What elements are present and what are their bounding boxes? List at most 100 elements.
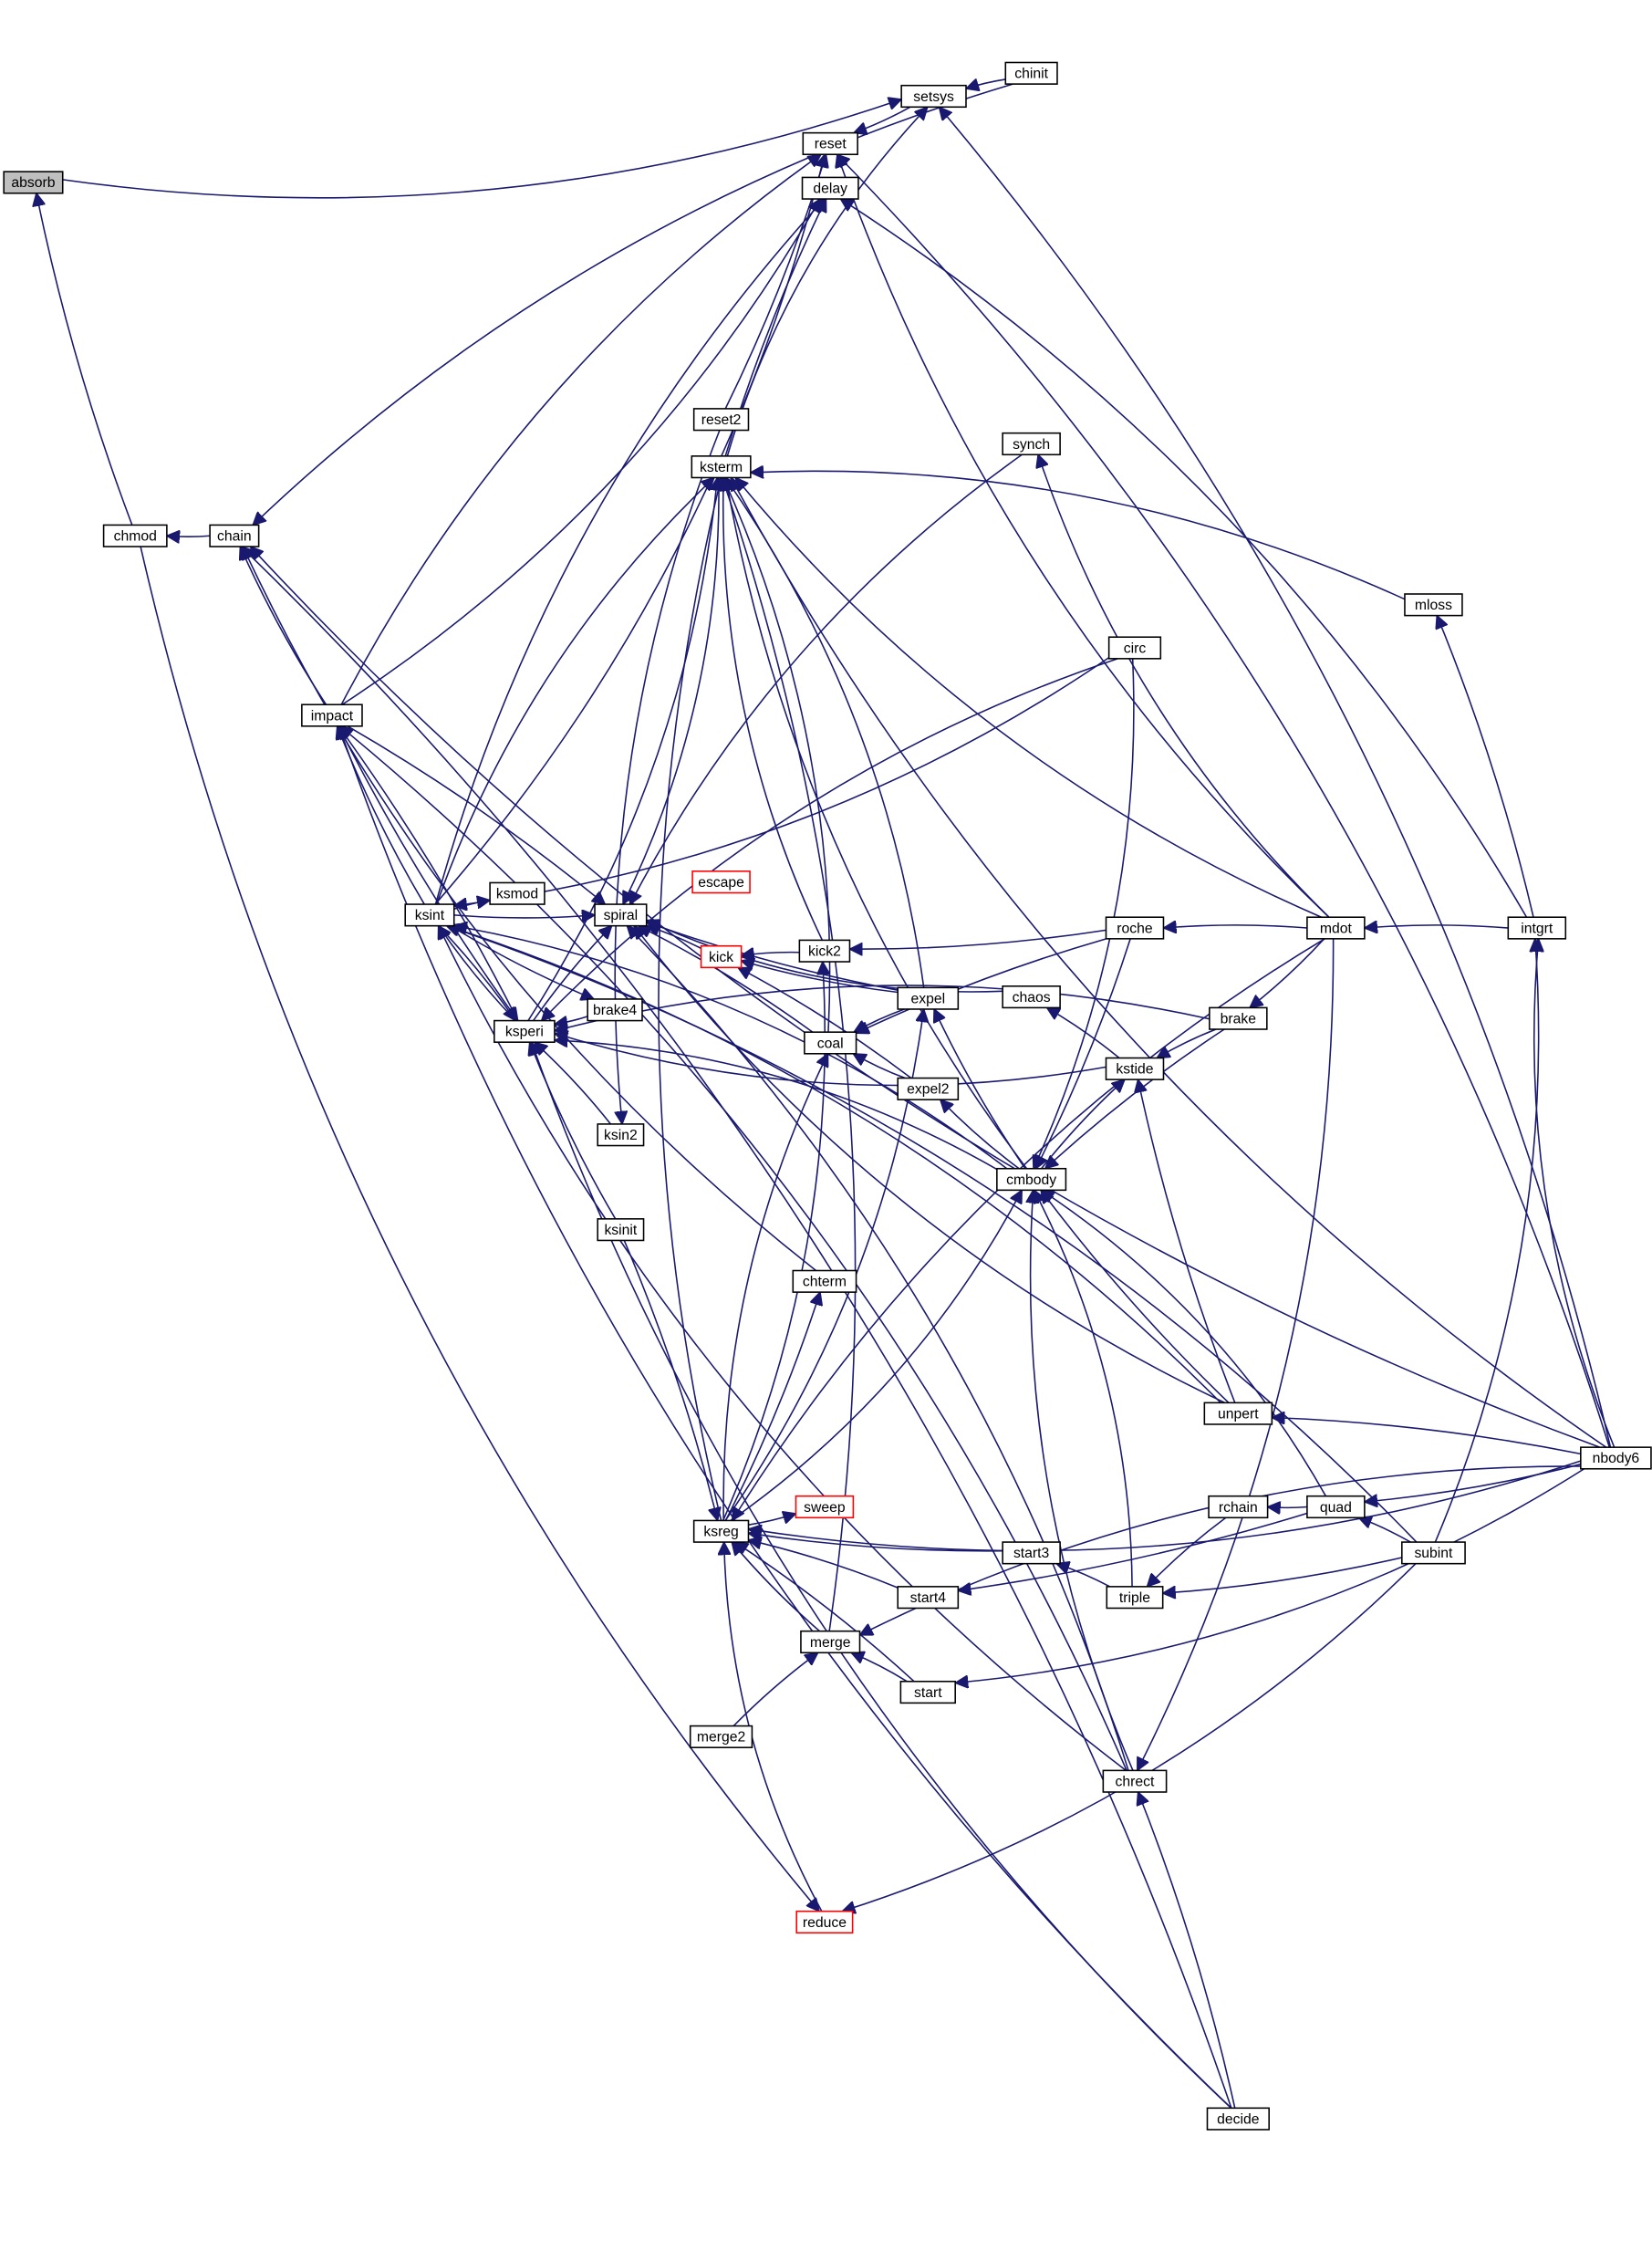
node-label: absorb xyxy=(11,175,55,191)
node-label: quad xyxy=(1320,1500,1352,1516)
node-merge2[interactable]: merge2 xyxy=(689,1725,753,1748)
node-label: start3 xyxy=(1013,1546,1050,1561)
node-box xyxy=(801,176,859,200)
node-kstide[interactable]: kstide xyxy=(1105,1057,1165,1080)
node-cmbody[interactable]: cmbody xyxy=(996,1167,1067,1192)
edge-brake-to-kstide xyxy=(1157,1028,1217,1058)
node-coal[interactable]: coal xyxy=(804,1031,857,1055)
node-ksin2[interactable]: ksin2 xyxy=(597,1123,645,1147)
edge-intgrt-to-mloss xyxy=(1437,616,1534,918)
node-rchain[interactable]: rchain xyxy=(1208,1495,1269,1519)
edge-absorb-to-setsys xyxy=(62,99,901,199)
node-chterm[interactable]: chterm xyxy=(792,1269,857,1293)
node-sweep[interactable]: sweep xyxy=(795,1495,855,1519)
node-box xyxy=(489,881,545,905)
node-intgrt[interactable]: intgrt xyxy=(1507,916,1567,940)
node-ksreg[interactable]: ksreg xyxy=(692,1519,750,1543)
edge-coal-to-spiral xyxy=(639,926,814,1033)
edge-subint-to-triple xyxy=(1163,1557,1402,1593)
edge-reset2-to-ksin2 xyxy=(614,430,721,1124)
node-brake[interactable]: brake xyxy=(1209,1006,1268,1030)
node-mloss[interactable]: mloss xyxy=(1404,593,1463,617)
node-subint[interactable]: subint xyxy=(1401,1541,1466,1565)
edge-subint-to-reduce xyxy=(842,1563,1417,1912)
node-triple[interactable]: triple xyxy=(1106,1586,1164,1610)
node-quad[interactable]: quad xyxy=(1306,1495,1366,1519)
node-label: ksperi xyxy=(505,1025,544,1040)
node-expel2[interactable]: expel2 xyxy=(897,1077,960,1100)
node-box xyxy=(209,524,260,547)
edge-mdot-to-roche xyxy=(1163,925,1307,928)
node-box xyxy=(692,1519,750,1543)
node-merge[interactable]: merge xyxy=(800,1630,861,1654)
node-label: chain xyxy=(217,529,252,545)
node-start[interactable]: start xyxy=(899,1680,956,1704)
edge-chrect-to-cmbody xyxy=(1031,1190,1134,1771)
edge-start4-to-ksreg xyxy=(748,1540,899,1589)
node-chinit[interactable]: chinit xyxy=(1004,61,1058,85)
node-expel[interactable]: expel xyxy=(897,986,960,1010)
node-kick[interactable]: kick xyxy=(700,944,743,969)
node-start4[interactable]: start4 xyxy=(897,1586,960,1610)
node-setsys[interactable]: setsys xyxy=(900,84,967,109)
node-nbody6[interactable]: nbody6 xyxy=(1580,1446,1652,1470)
node-chain[interactable]: chain xyxy=(209,524,260,547)
node-mdot[interactable]: mdot xyxy=(1306,916,1366,940)
node-start3[interactable]: start3 xyxy=(1002,1541,1061,1565)
node-brake4[interactable]: brake4 xyxy=(587,998,643,1022)
edge-ksint-to-spiral xyxy=(453,915,595,918)
node-box xyxy=(1209,1006,1268,1030)
node-box xyxy=(691,455,752,479)
node-reset2[interactable]: reset2 xyxy=(692,408,750,432)
edge-expel-to-kick xyxy=(742,961,899,994)
edge-chterm-to-chain xyxy=(243,547,817,1272)
node-label: merge xyxy=(810,1635,851,1651)
node-ksint[interactable]: ksint xyxy=(404,903,455,927)
node-label: merge2 xyxy=(697,1730,745,1746)
node-delay[interactable]: delay xyxy=(801,176,859,200)
node-absorb[interactable]: absorb xyxy=(3,171,64,194)
edge-nbody6-to-reset xyxy=(836,154,1611,1448)
node-label: chinit xyxy=(1014,67,1048,82)
node-unpert[interactable]: unpert xyxy=(1203,1402,1273,1425)
node-spiral[interactable]: spiral xyxy=(594,903,648,927)
edge-impact-to-ksperi xyxy=(338,725,518,1021)
node-chmod[interactable]: chmod xyxy=(102,524,168,547)
node-box xyxy=(1306,1495,1366,1519)
node-synch[interactable]: synch xyxy=(1002,432,1061,456)
node-reduce[interactable]: reduce xyxy=(795,1910,854,1934)
edge-brake-to-ksperi xyxy=(555,985,1210,1031)
node-box xyxy=(1002,1541,1061,1565)
node-escape[interactable]: escape xyxy=(691,870,751,894)
node-label: triple xyxy=(1119,1590,1150,1606)
node-kick2[interactable]: kick2 xyxy=(798,939,851,963)
node-ksinit[interactable]: ksinit xyxy=(597,1218,645,1242)
edge-ksterm-to-spiral xyxy=(623,477,720,904)
edge-roche-to-cmbody xyxy=(1035,938,1131,1169)
edge-ksreg-to-coal xyxy=(722,1054,828,1521)
edge-subint-to-ksint xyxy=(447,926,1418,1543)
node-label: expel xyxy=(910,991,945,1006)
node-ksmod[interactable]: ksmod xyxy=(489,881,545,905)
node-decide[interactable]: decide xyxy=(1206,2107,1270,2131)
edge-ksreg-to-ksterm xyxy=(658,477,722,1521)
node-chrect[interactable]: chrect xyxy=(1102,1769,1168,1793)
node-roche[interactable]: roche xyxy=(1105,916,1165,940)
edge-nbody6-to-quad xyxy=(1365,1463,1582,1502)
node-ksperi[interactable]: ksperi xyxy=(494,1019,556,1043)
node-label: rchain xyxy=(1219,1500,1258,1516)
node-label: ksint xyxy=(415,908,445,923)
edge-cmbody-to-expel xyxy=(934,1009,1026,1170)
node-ksterm[interactable]: ksterm xyxy=(691,455,752,479)
edge-expel-to-spiral xyxy=(647,922,899,991)
node-chaos[interactable]: chaos xyxy=(1002,985,1061,1009)
node-circ[interactable]: circ xyxy=(1107,636,1162,660)
node-reset[interactable]: reset xyxy=(802,131,858,156)
node-box xyxy=(1102,1769,1168,1793)
node-box xyxy=(597,1123,645,1147)
edge-roche-to-kick2 xyxy=(849,929,1107,949)
node-label: delay xyxy=(813,182,847,197)
node-box xyxy=(301,703,363,727)
node-impact[interactable]: impact xyxy=(301,703,363,727)
node-box xyxy=(1401,1541,1466,1565)
